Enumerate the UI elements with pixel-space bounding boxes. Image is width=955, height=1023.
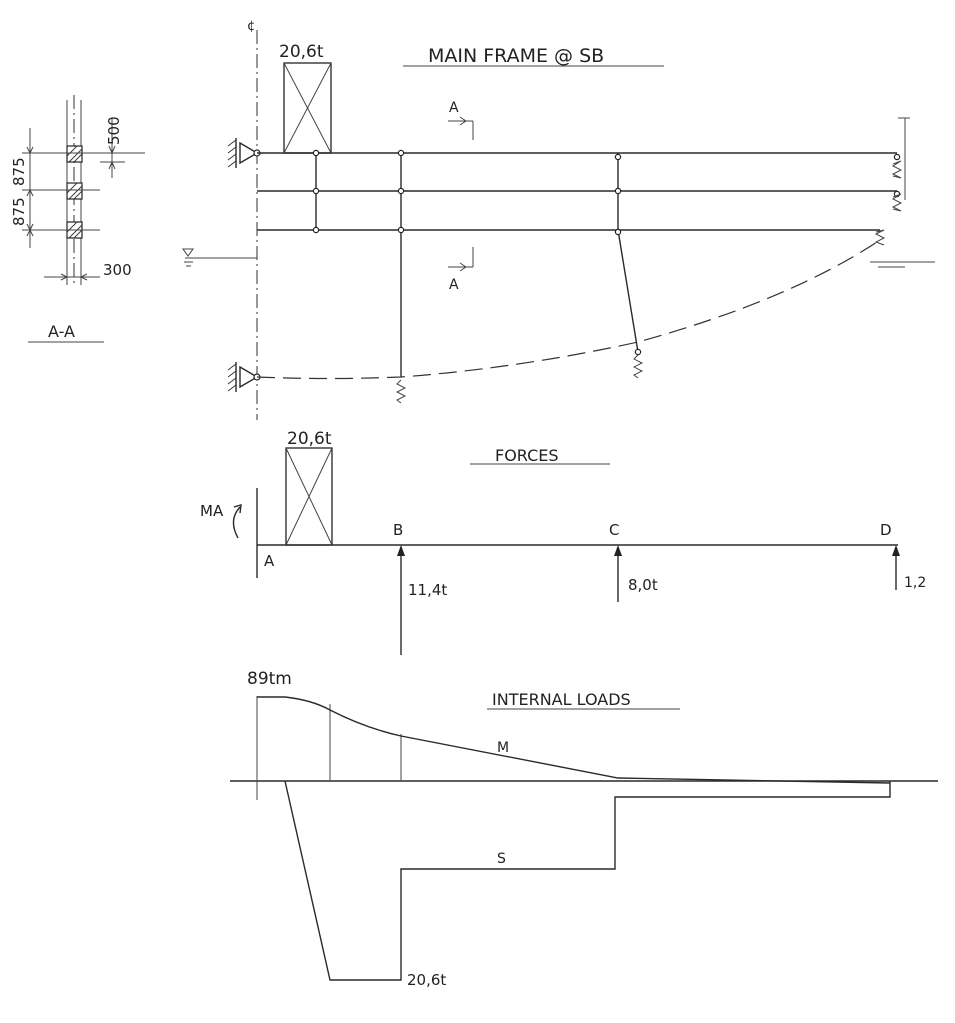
hull-outline	[256, 239, 881, 380]
moment-label: MA	[200, 502, 224, 520]
spring-d-middle	[891, 193, 903, 212]
svg-text:¢: ¢	[247, 19, 255, 34]
node-d-label: D	[880, 521, 892, 539]
forces-load-box	[285, 447, 333, 546]
dim-875-lower-label: 875	[10, 197, 28, 226]
reaction-c-arrow	[614, 545, 622, 602]
shear-curve-label: S	[497, 851, 506, 867]
support-bottom	[227, 362, 261, 392]
spring-d-bottom	[874, 229, 886, 246]
support-top	[227, 138, 261, 168]
shear-max-label: 20,6t	[407, 971, 446, 989]
main-frame-title: MAIN FRAME @ SB	[428, 45, 604, 67]
spring-c	[632, 354, 644, 379]
moment-arrow	[232, 506, 241, 539]
node-b-label: B	[393, 521, 403, 539]
section-member-middle	[66, 182, 83, 200]
section-title: A-A	[48, 322, 75, 341]
moment-max-label: 89tm	[247, 669, 292, 689]
section-mark-bottom: A	[449, 277, 459, 293]
reaction-c-label: 8,0t	[628, 576, 658, 594]
spring-d-top	[891, 160, 903, 179]
section-cut-bottom	[448, 247, 474, 272]
moment-curve	[257, 696, 891, 784]
reaction-b-arrow	[397, 545, 405, 655]
section-mark-top: A	[449, 100, 459, 116]
node-a-label: A	[264, 552, 275, 570]
internal-loads-diagram: INTERNAL LOADS 89tm M S 20,6t	[230, 669, 938, 989]
node-c-label: C	[609, 521, 619, 539]
main-frame: ¢	[182, 19, 935, 420]
internal-loads-title: INTERNAL LOADS	[492, 690, 631, 709]
frame-load-box	[283, 62, 332, 154]
dim-300-label: 300	[103, 261, 132, 279]
reaction-d-arrow	[892, 545, 900, 590]
forces-title: FORCES	[495, 446, 559, 465]
reaction-b-label: 11,4t	[408, 581, 447, 599]
reaction-d-label: 1,2	[904, 575, 926, 591]
frame-joints	[312, 149, 901, 356]
section-cut-top	[448, 116, 474, 140]
dim-500-label: 500	[105, 116, 123, 145]
moment-curve-label: M	[497, 740, 509, 756]
frame-load-label: 20,6t	[279, 42, 324, 62]
section-a-a: 500 875 875 300 A-A	[10, 95, 145, 343]
forces-load-label: 20,6t	[287, 429, 332, 449]
spring-b	[395, 379, 407, 404]
forces-diagram: FORCES 20,6t MA A B C D	[200, 429, 926, 655]
dim-875-upper-label: 875	[10, 157, 28, 186]
shear-curve	[284, 780, 891, 981]
section-member-top	[66, 145, 83, 163]
